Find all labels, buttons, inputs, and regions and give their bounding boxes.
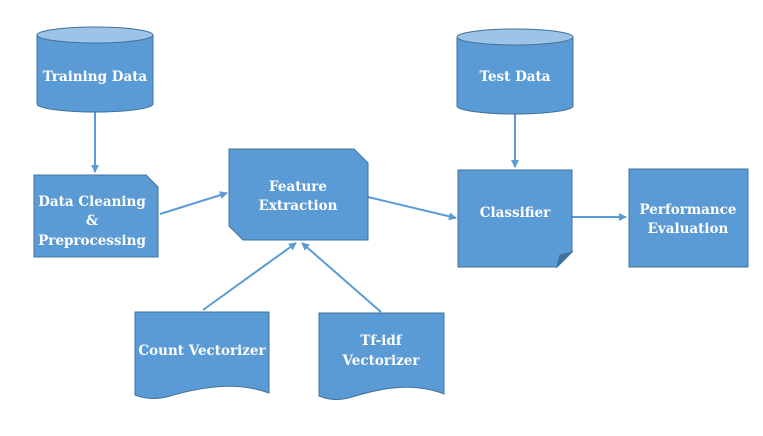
node-test-data: Test Data (456, 28, 574, 115)
node-label-line-2: Vectorizer (342, 353, 421, 369)
node-classifier: Classifier (457, 169, 574, 269)
node-feature-extraction: Feature Extraction (228, 148, 369, 241)
edge-tfidf-to-feature (301, 242, 382, 313)
node-performance-evaluation: Performance Evaluation (628, 168, 749, 268)
node-label-line-1: Tf-idf (360, 333, 403, 349)
node-label-line-1: Feature (269, 179, 327, 195)
node-tfidf-vectorizer: Tf-idf Vectorizer (318, 312, 445, 400)
node-label: Classifier (480, 205, 551, 221)
node-label-line-3: Preprocessing (38, 233, 146, 249)
node-label: Training Data (43, 69, 148, 85)
edge-cleaning-to-feature (159, 191, 228, 215)
edges (91, 112, 627, 313)
node-training-data: Training Data (36, 26, 154, 113)
node-count-vectorizer: Count Vectorizer (134, 311, 270, 399)
node-label-line-1: Performance (639, 202, 736, 218)
node-label: Test Data (479, 69, 550, 85)
node-label-line-1: Data Cleaning (38, 194, 146, 210)
node-label-line-2: Extraction (259, 198, 338, 214)
node-label: Count Vectorizer (138, 343, 266, 359)
node-label-line-2: & (86, 213, 98, 229)
node-data-cleaning: Data Cleaning & Preprocessing (33, 174, 159, 258)
edge-feature-to-classifier (367, 196, 457, 221)
node-label-line-2: Evaluation (648, 221, 729, 237)
edge-count-to-feature (202, 242, 297, 311)
